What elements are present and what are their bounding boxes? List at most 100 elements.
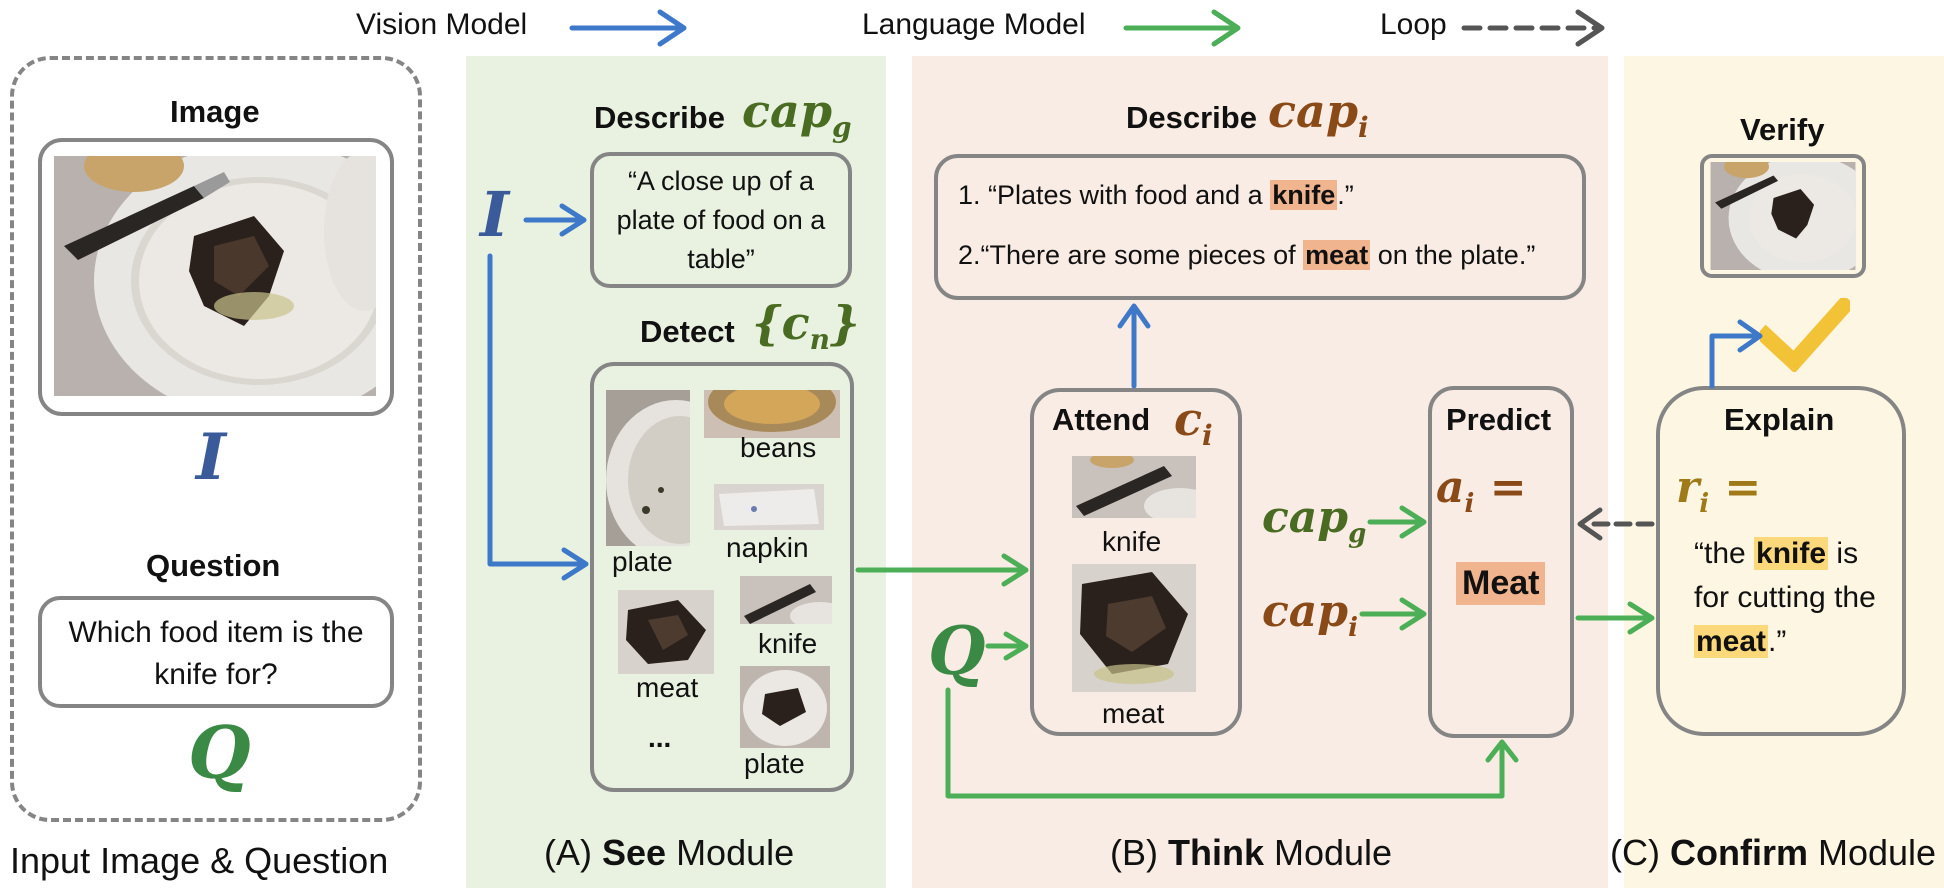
think-describe-title: Describe — [1126, 100, 1257, 135]
think-caption-box — [934, 154, 1586, 300]
confirm-footer-prefix: (C) — [1610, 832, 1670, 873]
attend-knife-label: knife — [1102, 526, 1162, 557]
think-footer: (B) Think Module — [1110, 832, 1392, 874]
predict-var: ai = — [1436, 462, 1527, 519]
crop-plate-2-label: plate — [744, 748, 805, 779]
rationale-mid: is for cutting the — [1694, 537, 1876, 614]
think-describe-var-sub: i — [1357, 111, 1369, 145]
think-caption-1: 1. “Plates with food and a knife.” — [958, 176, 1354, 215]
predict-answer: Meat — [1456, 562, 1546, 605]
check-icon — [1760, 298, 1850, 372]
crop-meat-label: meat — [636, 672, 699, 703]
legend-vision-label: Vision Model — [356, 8, 528, 41]
explain-title: Explain — [1724, 402, 1835, 437]
arrow-detect-to-attend — [855, 553, 1029, 587]
rationale-pre: “the — [1694, 537, 1755, 570]
confirm-footer-suffix: Module — [1807, 832, 1937, 873]
crop-more-label: ... — [648, 722, 672, 753]
think-caption-2: 2.“There are some pieces of meat on the … — [958, 236, 1535, 275]
input-dashed-frame — [10, 56, 422, 822]
crop-meat — [618, 590, 714, 674]
crop-knife-label: knife — [758, 628, 818, 659]
see-footer-suffix: Module — [666, 832, 795, 873]
arrow-attend-to-caption — [1117, 303, 1151, 389]
arrow-loop-arrowhead — [1577, 507, 1603, 541]
arrow-explain-to-verify — [1709, 319, 1763, 389]
predict-title: Predict — [1446, 402, 1552, 437]
crop-napkin — [714, 484, 824, 530]
think-caption-2-pre: 2.“There are some pieces of — [958, 240, 1304, 270]
verify-title: Verify — [1740, 112, 1825, 147]
see-detect-var-name: c — [781, 296, 810, 350]
crop-plate-1-label: plate — [612, 546, 673, 577]
question-symbol: Q — [188, 710, 251, 795]
think-footer-bold: Think — [1168, 832, 1264, 873]
think-describe-var-name: cap — [1268, 84, 1358, 138]
verify-photo — [1710, 162, 1856, 270]
attend-var: ci — [1174, 392, 1213, 452]
legend-loop-label: Loop — [1380, 8, 1447, 41]
image-frame — [38, 138, 394, 416]
see-footer-bold: See — [602, 832, 667, 873]
explain-rationale: “the knife is for cutting the meat.” — [1694, 532, 1890, 664]
crop-napkin-label: napkin — [726, 532, 809, 563]
arrow-predict-to-explain — [1575, 601, 1655, 635]
see-describe-var: capg — [742, 84, 852, 144]
input-photo — [54, 156, 376, 396]
see-footer: (A) See Module — [544, 832, 794, 874]
question-text: Which food item is the knife for? — [68, 616, 364, 691]
see-describe-var-sub: g — [831, 111, 852, 145]
image-title: Image — [170, 94, 260, 129]
think-caption-2-post: on the plate.” — [1370, 240, 1536, 270]
legend-loop-arrowhead — [1575, 9, 1605, 47]
think-caption-2-highlight: meat — [1303, 240, 1371, 270]
rationale-post: .” — [1768, 625, 1787, 658]
attend-knife-crop — [1072, 456, 1196, 518]
confirm-footer: (C) Confirm Module — [1610, 832, 1936, 874]
verify-frame — [1700, 154, 1866, 278]
legend-vision-arrow — [569, 9, 687, 47]
see-detect-var-sub: n — [809, 323, 830, 357]
capi-var-name: cap — [1262, 586, 1349, 637]
rationale-highlight-2: meat — [1694, 625, 1769, 658]
arrow-q-to-attend — [985, 631, 1029, 661]
think-q-symbol: Q — [928, 612, 986, 690]
explain-var: ri = — [1676, 462, 1761, 519]
crop-plate-2 — [740, 666, 830, 748]
crop-knife — [740, 576, 832, 624]
think-caption-1-pre: 1. “Plates with food and a — [958, 180, 1271, 210]
legend-language-label: Language Model — [862, 8, 1086, 41]
legend-language-arrow — [1123, 9, 1241, 47]
arrow-q-to-predict — [945, 687, 1519, 799]
confirm-footer-bold: Confirm — [1669, 832, 1808, 873]
arrow-i-to-detect — [487, 253, 589, 581]
rationale-highlight-1: knife — [1754, 537, 1829, 570]
think-module-panel — [912, 56, 1608, 888]
see-caption-box — [590, 152, 852, 288]
attend-box — [1030, 388, 1242, 736]
see-footer-prefix: (A) — [544, 832, 602, 873]
arrow-capi-to-predict — [1359, 597, 1427, 631]
see-detect-var: {cn} — [752, 296, 860, 356]
see-input-symbol: I — [480, 178, 510, 251]
predict-var-sub: i — [1464, 488, 1475, 519]
predict-var-eq: = — [1489, 462, 1527, 513]
explain-var-name: r — [1676, 462, 1700, 513]
see-detect-close: } — [829, 296, 860, 350]
input-footer: Input Image & Question — [10, 840, 389, 881]
arrow-capg-to-predict — [1367, 505, 1427, 539]
think-footer-suffix: Module — [1264, 832, 1393, 873]
attend-meat-crop — [1072, 564, 1196, 692]
crop-beans — [704, 390, 840, 438]
capg-var-sub: g — [1348, 518, 1367, 549]
see-describe-var-name: cap — [742, 84, 832, 138]
think-caption-1-highlight: knife — [1270, 180, 1338, 210]
crop-plate-1 — [606, 390, 690, 546]
see-detect-box — [590, 362, 854, 792]
think-describe-var: capi — [1268, 84, 1369, 144]
arrow-i-to-caption — [523, 203, 587, 237]
explain-var-eq: = — [1724, 462, 1762, 513]
attend-var-sub: i — [1202, 419, 1213, 453]
